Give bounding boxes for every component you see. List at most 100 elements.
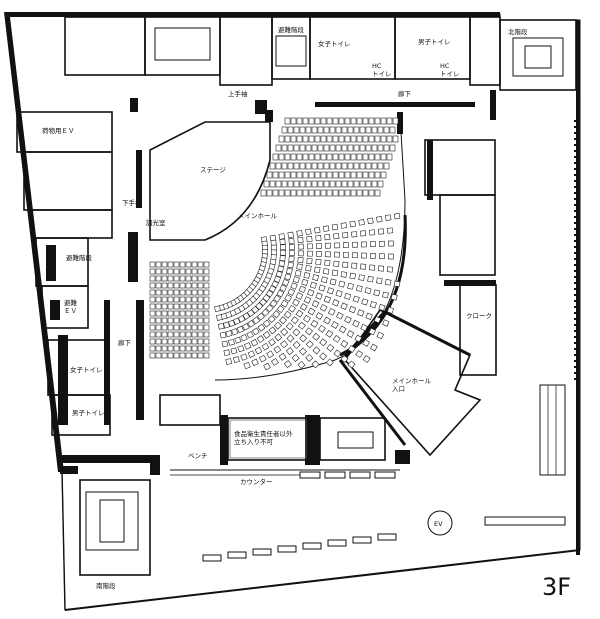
seat <box>342 232 349 239</box>
seat <box>231 328 239 336</box>
seat <box>335 290 343 298</box>
seat <box>368 171 375 179</box>
seat <box>185 296 192 303</box>
seat <box>288 304 296 313</box>
seat <box>293 126 300 134</box>
seat <box>353 126 360 134</box>
seat <box>251 305 260 314</box>
seat <box>252 327 260 336</box>
seat <box>203 289 210 296</box>
seat <box>334 251 340 258</box>
seat <box>353 180 360 188</box>
seat <box>197 338 204 345</box>
seat <box>386 135 393 143</box>
seat <box>185 275 192 282</box>
seat <box>362 153 369 161</box>
seat <box>299 180 306 188</box>
seat <box>179 303 186 310</box>
seat <box>387 240 394 247</box>
seat <box>370 252 376 259</box>
seat <box>338 171 345 179</box>
seat <box>302 153 309 161</box>
seat <box>392 135 399 143</box>
seat <box>350 153 357 161</box>
seat <box>278 352 287 361</box>
seat <box>335 144 342 152</box>
seat <box>371 126 378 134</box>
seat <box>268 326 277 335</box>
seat <box>297 256 304 264</box>
seat <box>365 180 372 188</box>
seat <box>279 255 286 262</box>
label-mens-toilet-left: 男子トイレ <box>72 409 105 417</box>
seat <box>191 296 198 303</box>
seat <box>185 331 192 338</box>
seat <box>292 276 300 284</box>
seat <box>161 282 168 289</box>
seat <box>286 334 295 343</box>
seat <box>325 358 334 367</box>
seat <box>323 295 332 304</box>
seat <box>362 355 371 363</box>
seat <box>365 144 372 152</box>
seat <box>161 289 168 296</box>
seat <box>319 352 328 361</box>
seat <box>179 317 186 324</box>
seat <box>179 324 186 331</box>
seat <box>288 256 295 263</box>
seat <box>323 180 330 188</box>
seat <box>281 162 288 170</box>
seat <box>185 261 192 268</box>
seat <box>311 360 320 369</box>
seat <box>311 180 318 188</box>
seat <box>302 189 309 197</box>
seat <box>315 258 322 265</box>
seat <box>305 162 312 170</box>
seat <box>161 303 168 310</box>
seat <box>314 189 321 197</box>
seat <box>354 334 363 343</box>
seat <box>273 294 282 303</box>
seat <box>269 180 276 188</box>
seat <box>317 180 324 188</box>
seat <box>257 323 266 332</box>
seat <box>296 135 303 143</box>
seat <box>343 252 349 258</box>
seat <box>197 352 204 359</box>
seat <box>284 153 291 161</box>
seat <box>203 275 210 282</box>
seat <box>203 317 210 324</box>
seat <box>305 144 312 152</box>
seat <box>308 189 315 197</box>
seat <box>191 345 198 352</box>
seat <box>361 298 369 306</box>
seat <box>323 162 330 170</box>
seat <box>155 338 162 345</box>
seat <box>173 317 180 324</box>
label-counter: カウンター <box>240 477 273 486</box>
seat <box>155 296 162 303</box>
seat <box>305 340 314 349</box>
seat <box>161 331 168 338</box>
seat <box>167 261 174 268</box>
label-food-notice: 食品衛生責任者以外立ち入り不可 <box>234 429 293 446</box>
seat <box>258 354 267 363</box>
seat <box>197 345 204 352</box>
seat <box>332 135 339 143</box>
seat <box>351 262 358 269</box>
seat <box>340 355 349 363</box>
seat <box>286 267 293 275</box>
seat <box>149 317 156 324</box>
seat <box>185 345 192 352</box>
seat <box>351 231 358 238</box>
seat <box>378 303 386 312</box>
seat <box>149 331 156 338</box>
seat <box>386 266 394 273</box>
label-control-room: 調光室 <box>146 218 166 227</box>
seat <box>332 153 339 161</box>
seat <box>376 277 383 284</box>
seat <box>350 189 357 197</box>
seat <box>299 162 306 170</box>
